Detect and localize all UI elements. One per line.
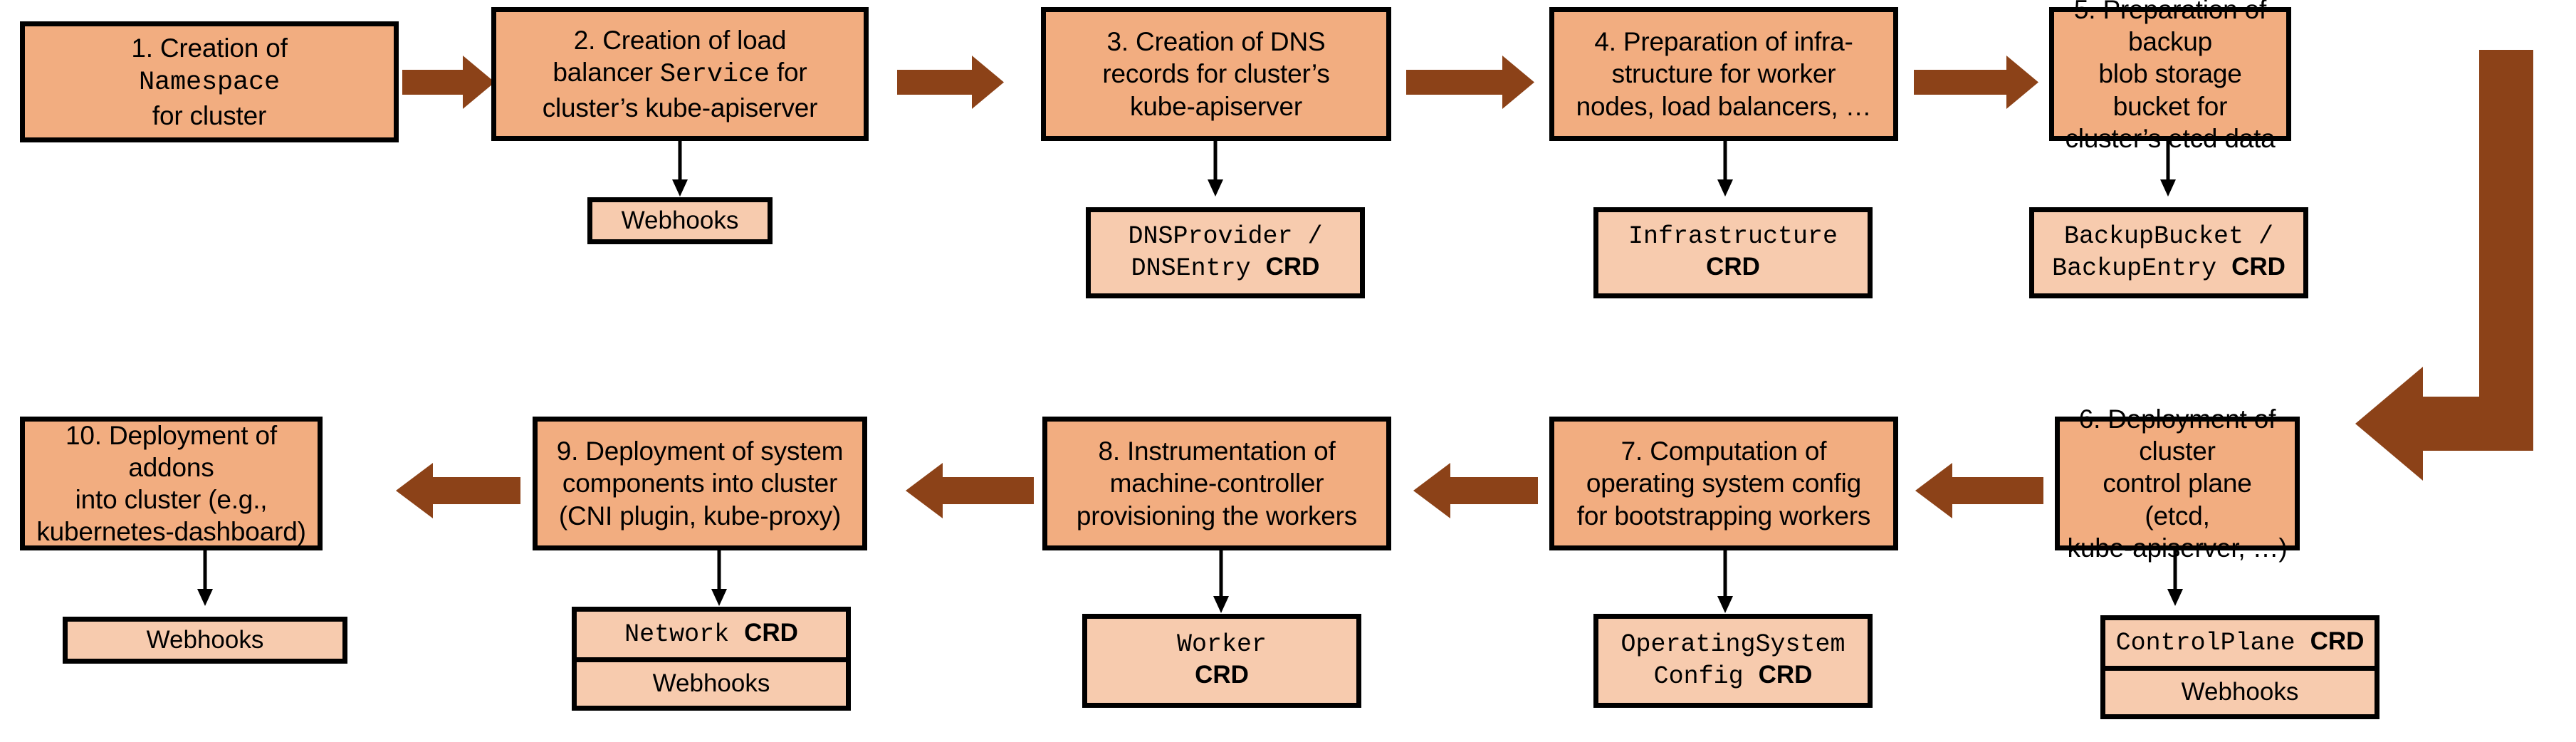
attachment-cell-network-webhooks: Webhooks (577, 657, 846, 706)
connector-10-webhooks (194, 549, 216, 607)
attachment-cell-dns-crd: DNSProvider /DNSEntry CRD (1128, 222, 1323, 283)
attachment-box-webhooks-10[interactable]: Webhooks (63, 617, 347, 664)
connector-5-crd (2157, 140, 2179, 198)
attachment-box-backup-crd[interactable]: BackupBucket /BackupEntry CRD (2029, 207, 2308, 298)
connector-8-crd (1210, 549, 1232, 615)
connector-6-crd (2164, 549, 2186, 607)
flow-arrow-8-9 (906, 463, 1034, 518)
flow-arrow-4-5 (1914, 56, 2038, 109)
connector-9-crd (708, 549, 730, 607)
connector-4-crd (1714, 140, 1736, 198)
attachment-box-network[interactable]: Network CRD Webhooks (572, 607, 851, 711)
flow-arrow-5-6 (2298, 50, 2576, 506)
flow-arrow-7-8 (1413, 463, 1538, 518)
attachment-cell-controlplane-webhooks: Webhooks (2105, 665, 2375, 715)
attachment-cell-webhooks: Webhooks (621, 206, 739, 234)
attachment-cell-controlplane-crd: ControlPlane CRD (2115, 627, 2365, 658)
flow-arrow-1-2 (402, 56, 495, 109)
flow-arrow-6-7 (1915, 463, 2043, 518)
connector-7-crd (1714, 549, 1736, 615)
flow-arrow-9-10 (396, 463, 520, 518)
attachment-cell-backup-crd: BackupBucket /BackupEntry CRD (2052, 222, 2286, 283)
flow-arrow-3-4 (1406, 56, 1534, 109)
flow-arrow-2-3 (897, 56, 1004, 109)
connector-2-webhooks (669, 140, 691, 198)
step-box-4[interactable]: 4. Preparation of infra-structure for wo… (1549, 7, 1898, 141)
attachment-cell-webhooks-10: Webhooks (146, 625, 264, 654)
attachment-box-controlplane[interactable]: ControlPlane CRD Webhooks (2100, 615, 2379, 719)
attachment-box-webhooks-2[interactable]: Webhooks (587, 197, 773, 244)
attachment-cell-network-crd: Network CRD (624, 619, 798, 649)
attachment-box-dns-crd[interactable]: DNSProvider /DNSEntry CRD (1086, 207, 1365, 298)
connector-3-crd (1205, 140, 1226, 198)
step-4-text: 4. Preparation of infra-structure for wo… (1576, 27, 1872, 121)
